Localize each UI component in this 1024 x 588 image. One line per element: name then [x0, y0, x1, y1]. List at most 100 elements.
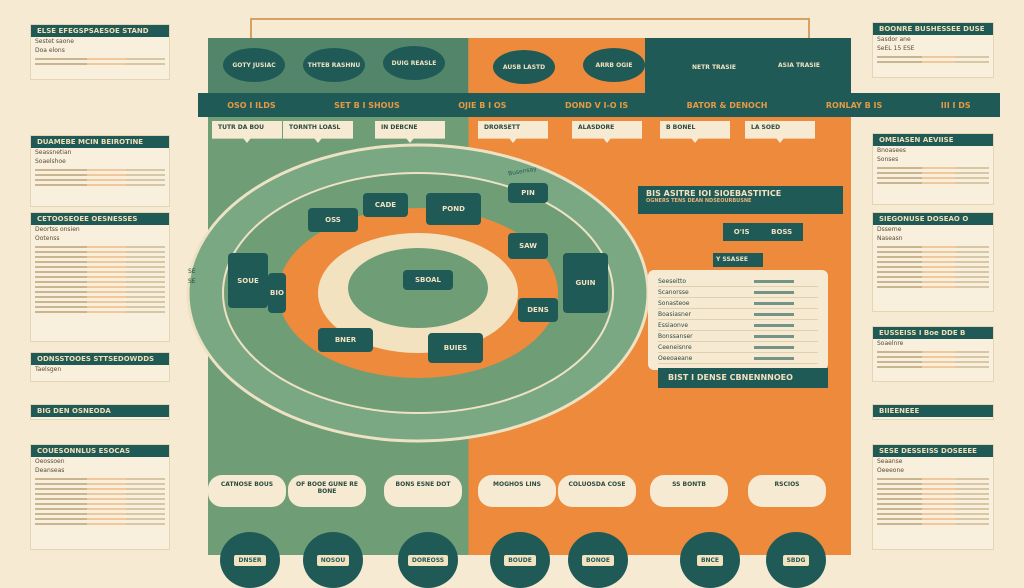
- table-cell: Boasiasner: [658, 310, 692, 318]
- banner-item[interactable]: OJIE B I OS: [458, 100, 507, 110]
- table-row: Ceeneisnre: [658, 342, 818, 353]
- tab-item[interactable]: ALASDORE: [572, 121, 642, 143]
- ring-segment[interactable]: SAW: [508, 233, 548, 259]
- bottom-circle-label: BONOE: [582, 554, 614, 566]
- bottom-circle[interactable]: BOUDE: [490, 532, 550, 588]
- pill-right: BOSS: [771, 228, 793, 236]
- ring-segment[interactable]: BNER: [318, 328, 373, 352]
- card-rule: [877, 518, 989, 520]
- card-line: Taelsgen: [35, 366, 62, 373]
- card-rule: [35, 266, 165, 268]
- table-cell: Seeseitto: [658, 277, 687, 285]
- ring-segment[interactable]: CADE: [363, 193, 408, 217]
- card-rule: [35, 276, 165, 278]
- bottom-circle-label: SBDG: [782, 554, 810, 566]
- ring-segment[interactable]: BUIES: [428, 333, 483, 363]
- bottom-circle[interactable]: DOREOSS: [398, 532, 458, 588]
- ring-center-label[interactable]: SBOAL: [403, 270, 453, 290]
- bottom-circle[interactable]: BONOE: [568, 532, 628, 588]
- card-rule: [35, 523, 165, 525]
- table-cell: Ceeneisnre: [658, 343, 692, 351]
- card-rule: [35, 311, 165, 313]
- bottom-label[interactable]: OF BOOE GUNE RE BONE: [288, 475, 366, 507]
- banner-item[interactable]: DOND V I-O IS: [564, 100, 629, 110]
- tab-item[interactable]: B BONEL: [660, 121, 730, 143]
- card-rule: [35, 306, 165, 308]
- banner-item[interactable]: SET B I SHOUS: [334, 100, 400, 110]
- ring-side-label: SE: [188, 278, 196, 285]
- bottom-circle[interactable]: BNCE: [680, 532, 740, 588]
- card-rule: [877, 361, 989, 363]
- tab-item[interactable]: DRORSETT: [478, 121, 548, 143]
- bottom-circle-label: DNSER: [234, 554, 266, 566]
- ring-segment[interactable]: OSS: [308, 208, 358, 232]
- bottom-label[interactable]: RSCIOS: [748, 475, 826, 507]
- table-bar: [754, 334, 794, 338]
- table-row: Essiaonve: [658, 320, 818, 331]
- banner-item[interactable]: III I DS: [940, 100, 971, 110]
- top-oval[interactable]: ASIA TRASIE: [768, 48, 830, 82]
- card-line: Naseasn: [877, 235, 903, 242]
- ring-segment[interactable]: PIN: [508, 183, 548, 203]
- card-rule: [877, 182, 989, 184]
- card-rule: [35, 513, 165, 515]
- card-rule: [877, 61, 989, 63]
- bottom-circle-label: DOREOSS: [407, 554, 449, 566]
- card-title: BIIEENEEE: [873, 405, 993, 417]
- bottom-label[interactable]: CATNOSE BOUS: [208, 475, 286, 507]
- top-oval[interactable]: ARRB OGIE: [583, 48, 645, 82]
- card-rule: [35, 251, 165, 253]
- bottom-label[interactable]: COLUOSDA COSE: [558, 475, 636, 507]
- table-cell: Essiaonve: [658, 321, 689, 329]
- top-oval[interactable]: GOTY JUSIAC: [223, 48, 285, 82]
- pill[interactable]: O'IS BOSS: [723, 223, 803, 241]
- info-card[interactable]: BIIEENEEE: [872, 404, 994, 420]
- top-oval[interactable]: AUSB LASTD: [493, 50, 555, 84]
- card-line: Seassnetian: [35, 149, 72, 156]
- banner-item[interactable]: BATOR & DENOCH: [686, 100, 768, 110]
- bottom-label[interactable]: BONS ESNE DOT: [384, 475, 462, 507]
- tab-item[interactable]: TORNTH LOASL: [283, 121, 353, 143]
- banner-item[interactable]: RONLAY B IS: [825, 100, 883, 110]
- info-card[interactable]: BIG DEN OSNEODA: [30, 404, 170, 420]
- card-rule: [35, 301, 165, 303]
- card-title: EUSSEISS I Boe DDE B: [873, 327, 993, 339]
- card-line: Seaanse: [877, 458, 903, 465]
- top-oval[interactable]: THTEB RASHNU: [303, 48, 365, 82]
- card-line: Soaelshoe: [35, 158, 66, 165]
- ring-segment[interactable]: SOUE: [228, 253, 268, 308]
- ring-segment[interactable]: DENS: [518, 298, 558, 322]
- card-rule: [877, 256, 989, 258]
- bottom-circle[interactable]: NOSOU: [303, 532, 363, 588]
- card-rule: [877, 508, 989, 510]
- tab-item[interactable]: TUTR DA BOU: [212, 121, 282, 143]
- card-title: ODNSSTOOES STTSEDOWDDS: [31, 353, 169, 365]
- table-row: Scanorsse: [658, 287, 818, 298]
- bottom-label[interactable]: SS BONTB: [650, 475, 728, 507]
- banner-item[interactable]: OSO I ILDS: [227, 100, 276, 110]
- bottom-circle[interactable]: DNSER: [220, 532, 280, 588]
- card-rule: [877, 366, 989, 368]
- card-rule: [35, 296, 165, 298]
- bottom-circle[interactable]: SBDG: [766, 532, 826, 588]
- bottom-label[interactable]: MOGHOS LINS: [478, 475, 556, 507]
- top-oval[interactable]: DUIG REASLE: [383, 46, 445, 80]
- card-rule: [877, 503, 989, 505]
- ring-segment[interactable]: GUIN: [563, 253, 608, 313]
- tab-item[interactable]: LA SOED: [745, 121, 815, 143]
- ring-segment[interactable]: BIO: [268, 273, 286, 313]
- tab-item[interactable]: IN DEBCNE: [375, 121, 445, 143]
- ring-segment[interactable]: POND: [426, 193, 481, 225]
- top-oval[interactable]: NETR TRASIE: [683, 50, 745, 84]
- card-rule: [877, 261, 989, 263]
